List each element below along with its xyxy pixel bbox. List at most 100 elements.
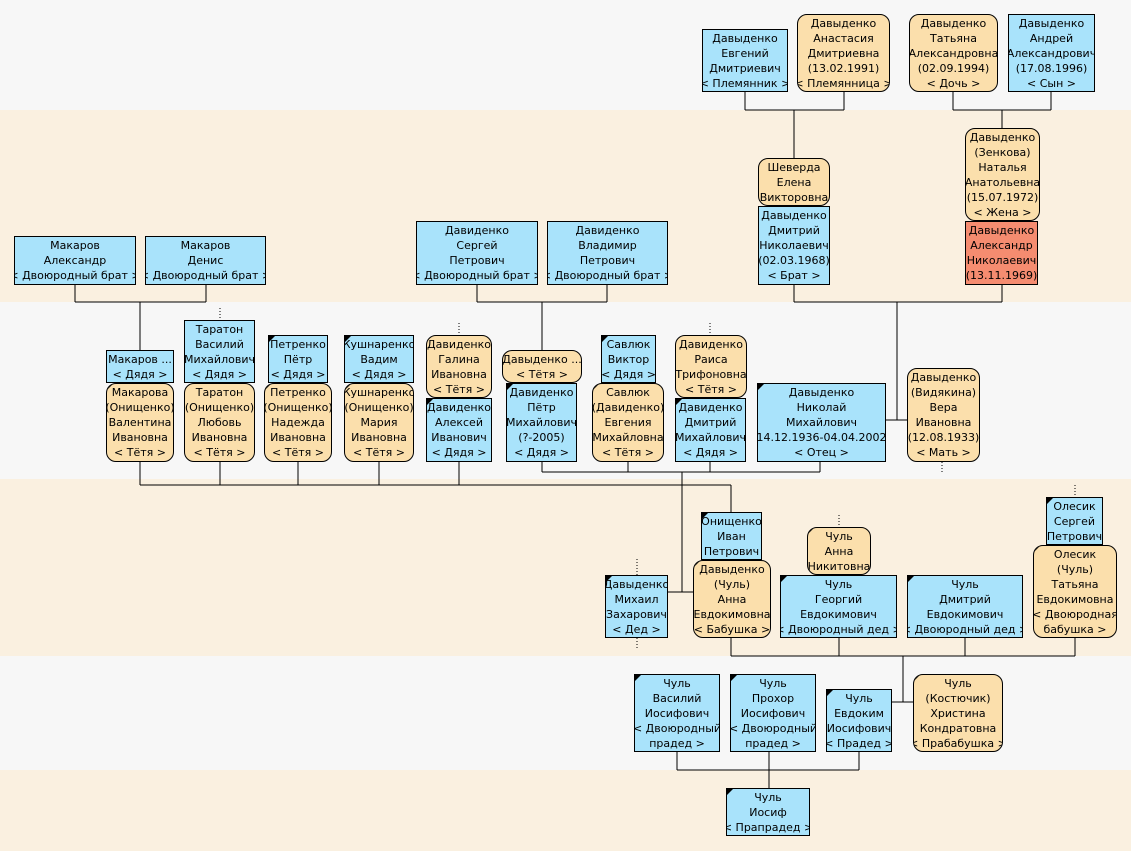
person-text-line: Христина <box>930 706 986 720</box>
person-text-line: Давиденко <box>427 401 491 414</box>
person-text-line: Анатольевна <box>965 175 1040 189</box>
person-text-line: < Брат > <box>767 269 821 282</box>
person-text-line: Ивановна <box>112 431 168 444</box>
person-text-line: Ивановна <box>191 431 248 444</box>
person-card-makarov-uncle[interactable]: Макаров ...< Дядя > <box>106 350 174 383</box>
person-text-line: (Чуль) <box>713 577 751 591</box>
person-text-line: Петренко <box>270 337 326 351</box>
person-text-line: Ивановна <box>270 431 326 444</box>
person-text-line: < Тётя > <box>353 446 405 459</box>
person-text-line: < Двоюродный дед > <box>907 622 1023 636</box>
person-text-line: Давыденко <box>920 16 987 30</box>
corner-marker-icon <box>727 789 734 796</box>
person-text-line: Дмитриевич <box>709 61 781 75</box>
person-text-line: Вера <box>929 401 958 414</box>
person-text-line: Кушнаренко <box>344 386 414 399</box>
corner-marker-icon <box>1047 498 1054 505</box>
person-text-line: Пётр <box>283 352 313 366</box>
person-text-line: Давыденко <box>761 209 827 222</box>
person-text-line: < Отец > <box>794 446 849 459</box>
corner-marker-icon <box>914 675 921 682</box>
person-text-line: Татьяна <box>1051 577 1099 591</box>
person-text-line: Анастасия <box>813 31 874 45</box>
person-text-line: (Онищенко) <box>184 401 255 414</box>
person-text-line: Иосиф <box>749 805 787 819</box>
person-text-line: Алексей <box>435 416 483 429</box>
corner-marker-icon <box>345 336 352 343</box>
person-text-line: Евдокимовна <box>1036 592 1114 606</box>
person-text-line: < Дед > <box>612 622 661 636</box>
corner-marker-icon <box>676 399 683 406</box>
corner-marker-icon <box>827 690 834 697</box>
person-text-line: Никитовна <box>807 559 871 573</box>
person-text-line: Давыденко <box>699 562 765 576</box>
person-text-line: (?-2005) <box>518 431 565 444</box>
person-text-line: Иван <box>717 529 746 543</box>
person-text-line: Михаил <box>614 592 659 606</box>
person-text-line: (17.08.1996) <box>1015 61 1088 75</box>
person-text-line: (13.02.1991) <box>807 61 880 75</box>
person-text-line: Давыденко <box>810 16 877 30</box>
person-text-line: Анна <box>824 544 854 558</box>
corner-marker-icon <box>265 384 272 391</box>
person-text-line: < Тётя > <box>272 446 324 459</box>
person-text-line: Таратон <box>195 386 244 399</box>
corner-marker-icon <box>427 399 434 406</box>
person-text-line: < Дядя > <box>270 367 326 381</box>
person-text-line: Вадим <box>360 352 398 366</box>
person-text-line: Давиденко <box>445 224 509 237</box>
person-text-line: Чуль <box>759 676 787 690</box>
person-text-line: Александрович <box>1008 46 1095 60</box>
corner-marker-icon <box>694 561 701 568</box>
corner-marker-icon <box>606 576 613 583</box>
person-text-line: Евдокимович <box>800 607 877 621</box>
person-text-line: Олесик <box>1053 547 1097 561</box>
person-text-line: Денис <box>187 254 224 267</box>
person-card-davidenko-aunt[interactable]: Давыденко ...< Тётя > <box>502 350 582 383</box>
person-text-line: Иосифович <box>826 721 892 735</box>
person-text-line: Чуль <box>824 577 853 591</box>
person-text-line: < Дядя > <box>683 446 738 459</box>
